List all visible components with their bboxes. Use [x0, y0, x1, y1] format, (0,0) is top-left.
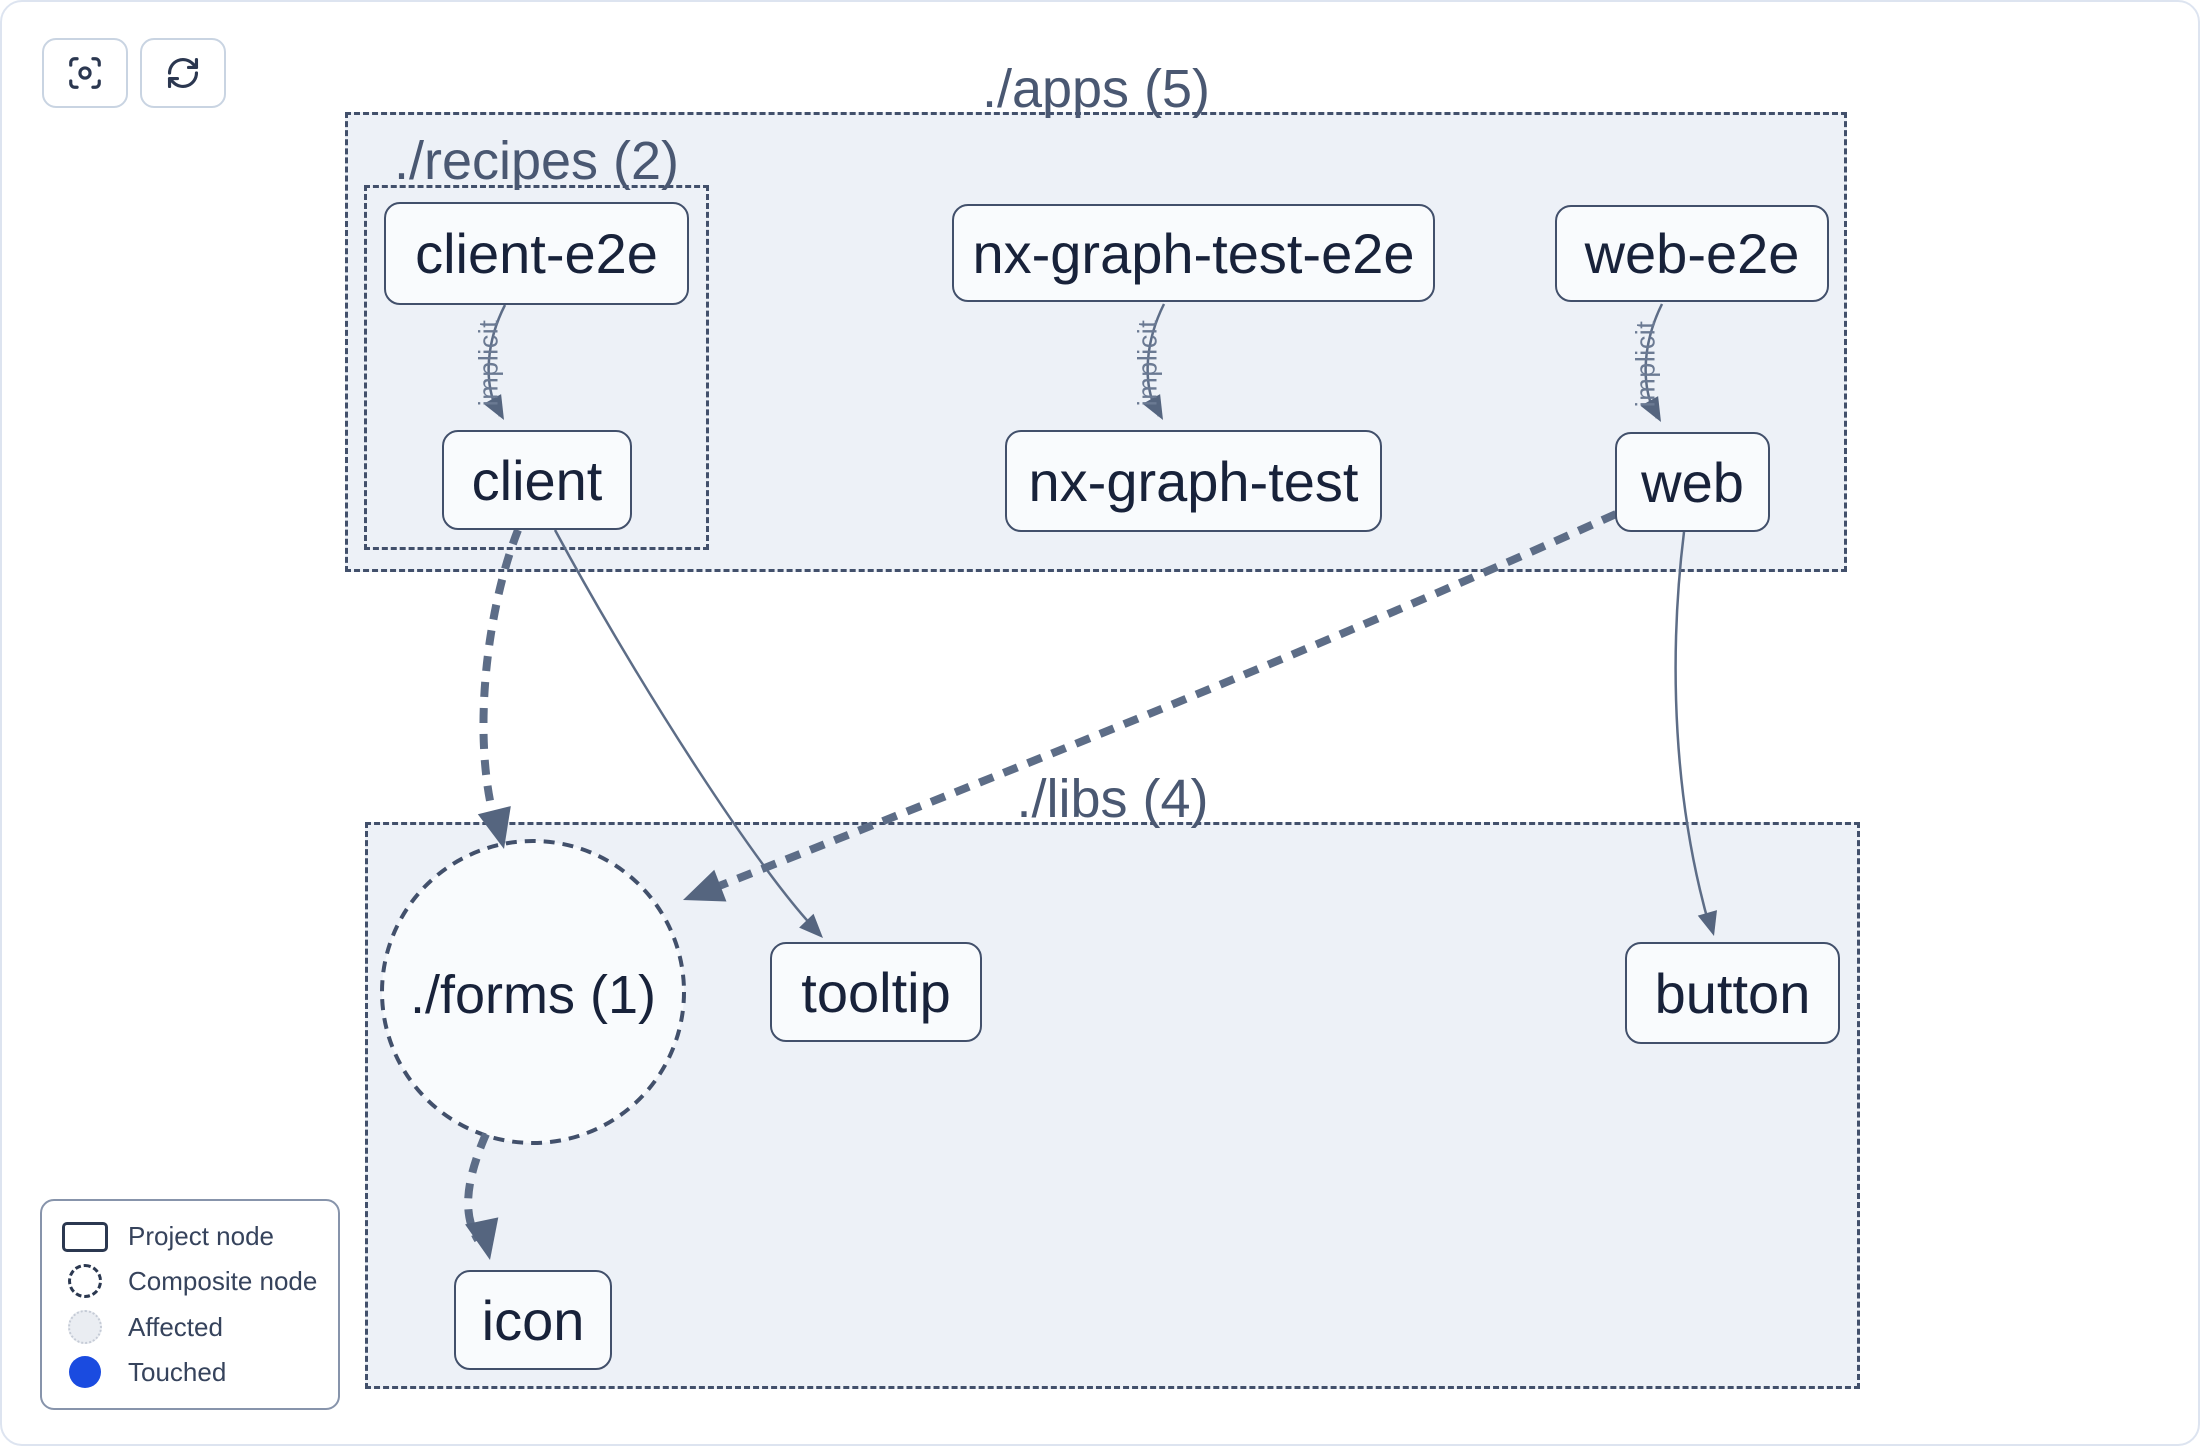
composite-node-swatch [68, 1264, 102, 1298]
project-node-swatch [62, 1221, 108, 1252]
node-button[interactable]: button [1625, 942, 1840, 1044]
node-label: client-e2e [415, 222, 658, 285]
edge-web-forms[interactable] [677, 510, 1618, 916]
node-label: nx-graph-test-e2e [972, 221, 1415, 285]
legend-label: Touched [128, 1356, 227, 1387]
refresh-button[interactable] [140, 38, 226, 108]
group-label-recipes[interactable]: ./recipes (2) [393, 131, 680, 191]
node-nx-graph-test[interactable]: nx-graph-test [1005, 430, 1382, 532]
legend: Project node Composite node Affected Tou… [40, 1199, 340, 1410]
edge-label-implicit: implicit [473, 319, 504, 407]
legend-label: Composite node [128, 1265, 318, 1296]
node-label: web-e2e [1584, 222, 1800, 285]
focus-button[interactable] [42, 38, 128, 108]
node-label: icon [481, 1288, 585, 1352]
edge-web-button[interactable] [1674, 531, 1724, 939]
group-label-forms[interactable]: ./forms (1) [409, 965, 656, 1025]
node-label: nx-graph-test [1028, 449, 1359, 513]
focus-scan-icon [69, 57, 101, 89]
node-web[interactable]: web [1615, 432, 1770, 532]
refresh-icon [167, 57, 199, 89]
node-label: tooltip [801, 960, 951, 1024]
edge-client-e2e-client[interactable] [483, 304, 513, 425]
legend-item-project-node: Project node [42, 1221, 338, 1252]
node-label: web [1641, 450, 1744, 514]
group-label-apps[interactable]: ./apps (5) [981, 59, 1211, 119]
legend-label: Affected [128, 1311, 223, 1342]
edge-web-e2e-web[interactable] [1640, 303, 1670, 427]
node-web-e2e[interactable]: web-e2e [1555, 205, 1829, 302]
legend-item-affected: Affected [42, 1310, 338, 1344]
node-label: button [1654, 961, 1811, 1025]
group-label-libs[interactable]: ./libs (4) [1016, 769, 1209, 829]
edge-client-forms[interactable] [477, 528, 522, 853]
node-client[interactable]: client [442, 430, 632, 530]
edge-label-implicit: implicit [1132, 319, 1163, 407]
node-tooltip[interactable]: tooltip [770, 942, 982, 1042]
node-client-e2e[interactable]: client-e2e [384, 202, 689, 305]
node-nx-graph-test-e2e[interactable]: nx-graph-test-e2e [952, 204, 1435, 302]
edge-nx-graph-test-e2e-nx-graph-test[interactable] [1142, 303, 1172, 425]
legend-label: Project node [128, 1221, 274, 1251]
legend-item-composite-node: Composite node [42, 1264, 338, 1298]
legend-item-touched: Touched [42, 1356, 338, 1388]
edge-label-implicit: implicit [1630, 320, 1661, 408]
composite-node-forms[interactable] [380, 839, 686, 1145]
affected-swatch [68, 1310, 102, 1344]
node-label: client [471, 448, 603, 512]
edge-forms-icon[interactable] [464, 1132, 507, 1264]
touched-swatch [69, 1356, 101, 1388]
edge-client-tooltip[interactable] [553, 529, 830, 945]
node-icon[interactable]: icon [454, 1270, 612, 1370]
